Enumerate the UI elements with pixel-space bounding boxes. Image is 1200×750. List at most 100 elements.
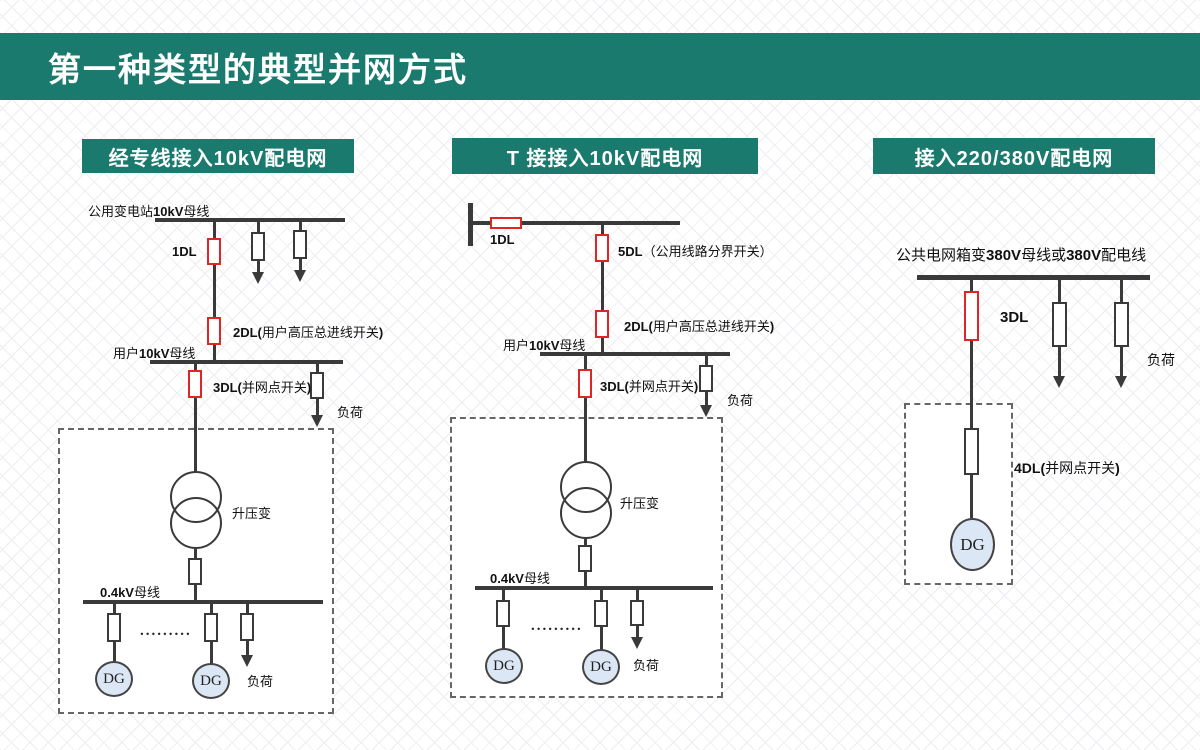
panel1-feeder-breaker [251,232,265,261]
panel1-breaker-2dl [207,317,221,345]
panel1-public-bus-label: 公用变电站10kV母线 [88,201,209,220]
panel2-load-top-label: 负荷 [727,393,754,408]
label-part: ) [769,319,775,334]
panel2-3dl-label: 3DL(并网点开关) [600,376,698,395]
label-part: ) [693,379,699,394]
label-part: 10kV [529,338,560,353]
panel1-dg-1: DG [95,661,133,697]
label-part: 用户 [113,346,140,361]
label-part: 并网点开关 [241,380,307,395]
load-arrow-icon [252,272,264,284]
title-banner: 第一种类型的典型并网方式 [0,33,1200,100]
panel1-load-breaker [240,613,254,641]
panel2-lv-bus-label: 0.4kV母线 [490,568,550,587]
panel3-feeder-breaker [1114,302,1129,347]
load-arrow-icon [1053,376,1065,388]
panel1-load-bottom-label: 负荷 [247,674,274,689]
panel1-public-10kv-bus [155,218,345,222]
panel2-load-breaker [630,600,644,626]
panel2-breaker-2dl [595,310,609,338]
panel3-feeder-breaker [1052,302,1067,347]
label-part: 母线 [169,346,196,361]
panel2-user-bus-label: 用户10kV母线 [503,335,585,354]
panel2-dg-breaker [496,600,510,627]
slide-title: 第一种类型的典型并网方式 [48,50,468,88]
panel1-load-breaker [310,372,324,399]
panel1-dg-breaker [107,613,121,642]
panel1-1dl-label: 1DL [172,244,197,259]
wire-segment [194,364,197,472]
panel1-dg-2: DG [192,663,230,699]
load-arrow-icon [241,655,253,667]
panel2-ellipsis: ......... [531,618,583,634]
label-part: 5DL [618,244,643,259]
panel2-dg-1: DG [485,648,523,684]
panel2-public-line [471,221,680,225]
label-part: 用户高压总进线开关 [652,319,770,334]
panel2-load-breaker [699,365,713,392]
label-part: 2DL( [233,325,262,340]
panel2-load-bottom-label: 负荷 [633,658,660,673]
label-part: 母线 [523,571,550,586]
panel3-breaker-4dl [964,428,979,475]
wire-segment [584,356,587,462]
panel1-transformer-label: 升压变 [232,506,272,521]
panel1-user-bus-label: 用户10kV母线 [113,343,195,362]
panel2-04kv-bus [475,586,713,590]
label-part: ) [1115,460,1120,476]
label-part: 母线 [559,338,586,353]
label-part: 公共电网箱变 [896,248,987,264]
label-part: 并网点开关 [1045,462,1116,477]
panel1-lv-breaker [188,558,202,585]
panel1-lv-bus-label: 0.4kV母线 [100,582,160,601]
label-part: 3DL( [213,380,242,395]
panel1-04kv-bus [83,600,323,604]
label-part: 用户高压总进线开关 [261,325,379,340]
panel3-4dl-label: 4DL(并网点开关) [1014,458,1120,478]
panel1-dg-breaker [204,613,218,642]
wire-segment [213,222,216,362]
label-part: 380V [1066,247,1102,264]
label-part: 2DL( [624,319,653,334]
panel2-2dl-label: 2DL(用户高压总进线开关) [624,316,774,335]
panel3-dg: DG [950,518,995,571]
panel1-feeder-breaker [293,230,307,259]
panel1-2dl-label: 2DL(用户高压总进线开关) [233,322,383,341]
label-part: 0.4kV [100,585,134,600]
panel2-lv-breaker [578,545,592,572]
panel1-user-10kv-bus [150,360,343,364]
label-part: ) [378,325,384,340]
label-part: 4DL( [1014,460,1046,476]
label-part: 0.4kV [490,571,524,586]
label-part: 用户 [503,338,530,353]
label-part: 配电线 [1101,248,1147,264]
panel2-line-terminal [468,203,473,246]
label-part: 公用变电站 [88,204,154,219]
panel2-dg-2: DG [582,649,620,685]
label-part: 母线 [183,204,210,219]
label-part: 10kV [153,204,184,219]
panel1-breaker-3dl [188,370,202,398]
label-part: 母线 [133,585,160,600]
panel2-user-10kv-bus [540,352,730,356]
panel1-3dl-label: 3DL(并网点开关) [213,377,311,396]
label-part: ) [306,380,312,395]
load-arrow-icon [1115,376,1127,388]
label-part: （公用线路分界开关） [642,244,773,259]
label-part: 10kV [139,346,170,361]
panel3-3dl-label: 3DL [1000,309,1029,326]
panel1-load-top-label: 负荷 [337,405,364,420]
panel2-header: T 接接入10kV配电网 [452,138,758,174]
panel3-header: 接入220/380V配电网 [873,138,1155,174]
panel2-transformer-label: 升压变 [620,496,660,511]
panel1-ellipsis: ......... [140,623,192,639]
wire-segment [601,225,604,355]
load-arrow-icon [311,415,323,427]
transformer-circle [170,497,222,549]
wire-segment [970,280,973,518]
panel2-1dl-label: 1DL [490,232,515,247]
label-part: 母线或 [1021,248,1067,264]
panel3-public-bus-label: 公共电网箱变380V母线或380V配电线 [896,244,1146,265]
panel1-header: 经专线接入10kV配电网 [82,139,354,173]
panel3-breaker-3dl [964,291,979,341]
